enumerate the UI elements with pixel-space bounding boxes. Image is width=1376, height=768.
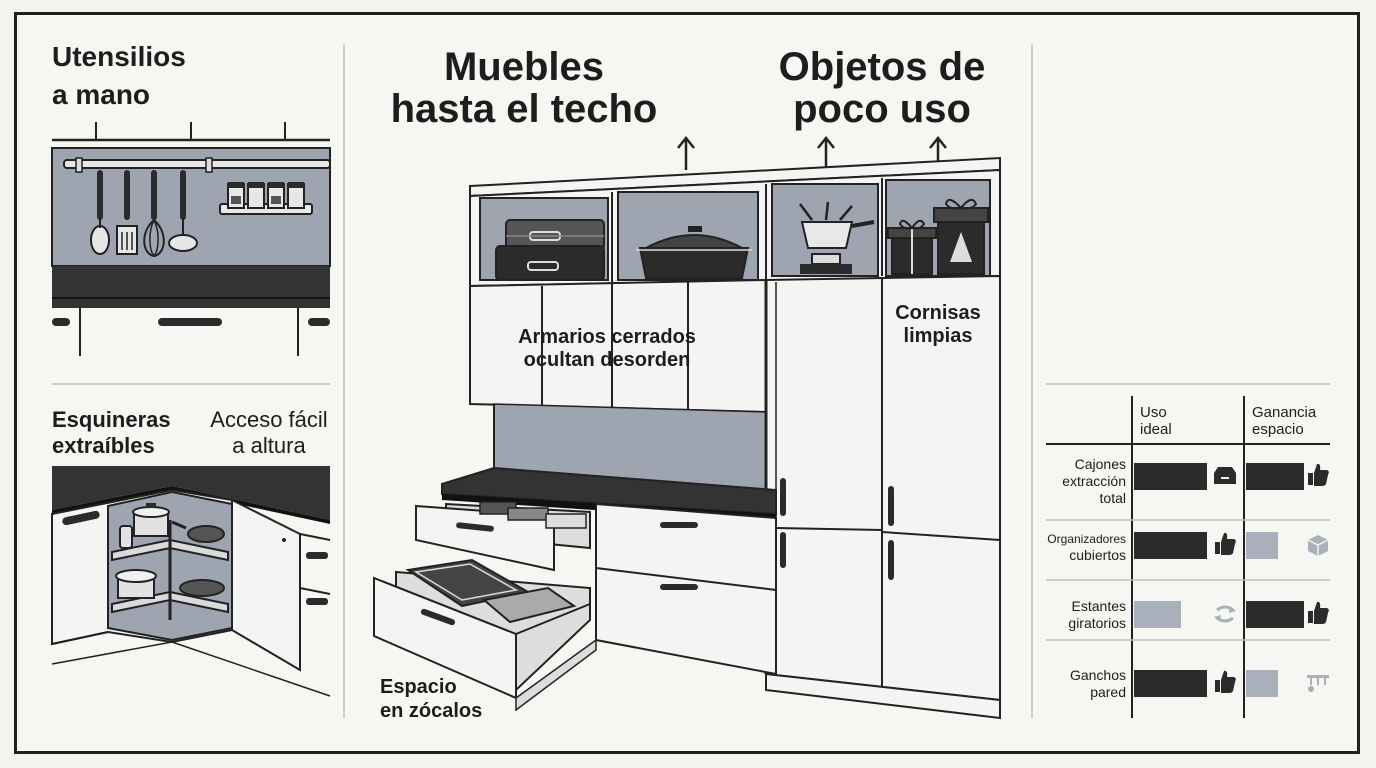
suitcase-icon xyxy=(495,219,605,281)
ladle-icon xyxy=(168,170,198,252)
fondue-set-icon xyxy=(799,201,875,274)
row-label: cubiertos xyxy=(1069,547,1126,563)
thumbs-up-icon xyxy=(1308,463,1329,486)
left-title-line1: Utensilios xyxy=(52,41,186,72)
use-bar xyxy=(1134,463,1207,490)
pullout-drawer-upper xyxy=(415,501,591,572)
whisk-icon xyxy=(143,170,165,258)
corner-carousel-scene xyxy=(51,466,331,697)
countertop xyxy=(52,266,330,308)
table-header-use-line2: ideal xyxy=(1140,421,1172,438)
gain-bar xyxy=(1246,532,1278,559)
row-label: extracción xyxy=(1062,473,1126,489)
thumbs-up-icon xyxy=(1308,601,1329,624)
countertop xyxy=(441,466,777,516)
row-label: Estantes xyxy=(1071,598,1126,614)
rotate-icon xyxy=(1214,605,1236,623)
comparison-table-grid xyxy=(1046,383,1330,718)
lazy-susan-icon xyxy=(111,503,229,620)
gift-box-icon xyxy=(933,198,989,275)
gain-bar xyxy=(1246,463,1304,490)
row-label: Cajones xyxy=(1074,456,1126,472)
corner-title-line2: extraíbles xyxy=(52,433,155,458)
use-bar xyxy=(1134,532,1207,559)
corner-door xyxy=(231,498,301,672)
arrow-up-icon xyxy=(817,135,835,170)
center-title-right-line1: Objetos de xyxy=(778,45,986,89)
row-label: giratorios xyxy=(1068,615,1126,631)
table-header-gain-line1: Ganancia xyxy=(1252,404,1317,421)
use-bar xyxy=(1134,670,1207,697)
table-header-use-line1: Uso xyxy=(1140,404,1167,421)
spatula-icon xyxy=(116,170,138,255)
row-label: total xyxy=(1099,490,1126,506)
row-label: pared xyxy=(1090,684,1126,700)
use-bar xyxy=(1134,601,1181,628)
label-cabinets-line1: Armarios cerrados xyxy=(518,326,696,348)
dutch-oven-icon xyxy=(636,226,752,279)
hook-rail-icon xyxy=(1307,675,1329,692)
row-label: Ganchos xyxy=(1069,667,1126,683)
center-title-left-line1: Muebles xyxy=(443,45,605,89)
utensil-rail-scene xyxy=(51,122,331,356)
pullout-drawer-lower xyxy=(373,558,591,700)
gain-bar xyxy=(1246,601,1304,628)
arrow-up-icon xyxy=(677,135,695,170)
label-plinth-line1: Espacio xyxy=(380,676,457,698)
row-label: Organizadores xyxy=(1047,532,1126,546)
drawer-icon xyxy=(1214,467,1236,484)
corner-note-line1: Acceso fácil xyxy=(210,407,328,432)
table-header-gain-line2: espacio xyxy=(1252,421,1304,438)
gain-bar xyxy=(1246,670,1278,697)
box-icon xyxy=(1307,535,1329,556)
comparison-table-bars xyxy=(1134,463,1329,697)
label-cornices-line1: Cornisas xyxy=(895,302,981,324)
corner-note-line2: a altura xyxy=(232,433,306,458)
center-title-right-line2: poco uso xyxy=(793,87,971,131)
label-plinth-line2: en zócalos xyxy=(380,700,483,722)
thumbs-up-icon xyxy=(1215,532,1236,555)
label-cornices-line2: limpias xyxy=(903,325,973,347)
corner-title-line1: Esquineras xyxy=(52,407,171,432)
ladle-icon xyxy=(90,170,110,255)
tall-kitchen-scene xyxy=(373,135,1001,720)
spice-rack-icon xyxy=(219,182,313,215)
label-cabinets-line2: ocultan desorden xyxy=(523,349,691,371)
gift-box-icon xyxy=(887,219,937,275)
center-title-left-line2: hasta el techo xyxy=(390,87,658,131)
thumbs-up-icon xyxy=(1215,670,1236,693)
left-title-line2: a mano xyxy=(52,79,151,110)
